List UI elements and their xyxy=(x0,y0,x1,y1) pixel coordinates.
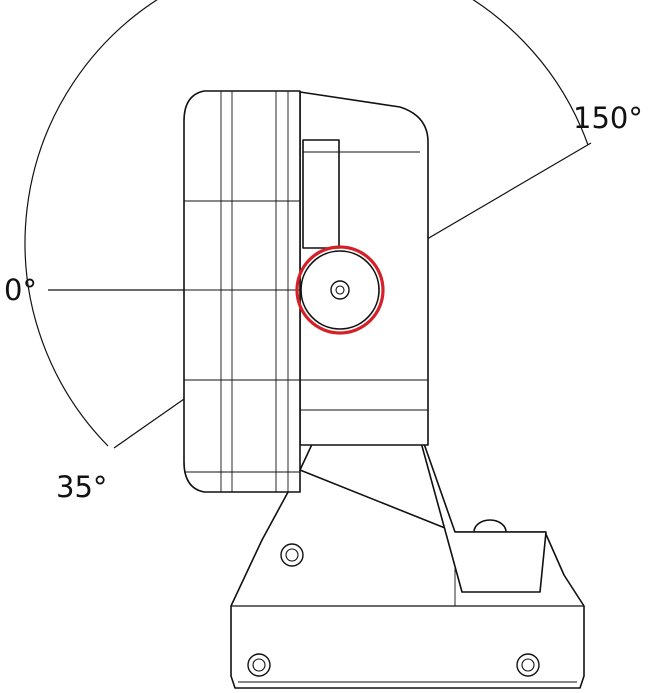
angle-label-tilt-back: 35° xyxy=(56,470,107,504)
front-section-body xyxy=(183,90,301,493)
angle-label-tilt-forward: 150° xyxy=(573,101,643,135)
base-button xyxy=(473,519,507,533)
screw-icon xyxy=(247,653,271,677)
pivot-highlight-ring xyxy=(295,245,385,335)
head-front-section xyxy=(183,90,301,493)
screw-icon xyxy=(280,543,304,567)
pivot-axle-inner xyxy=(335,285,345,295)
screw-icon xyxy=(516,653,540,677)
tilt-arc xyxy=(24,0,589,447)
angle-label-zero: 0° xyxy=(4,273,37,307)
tilt-pivot xyxy=(295,245,385,335)
rear-housing-window xyxy=(302,139,340,249)
